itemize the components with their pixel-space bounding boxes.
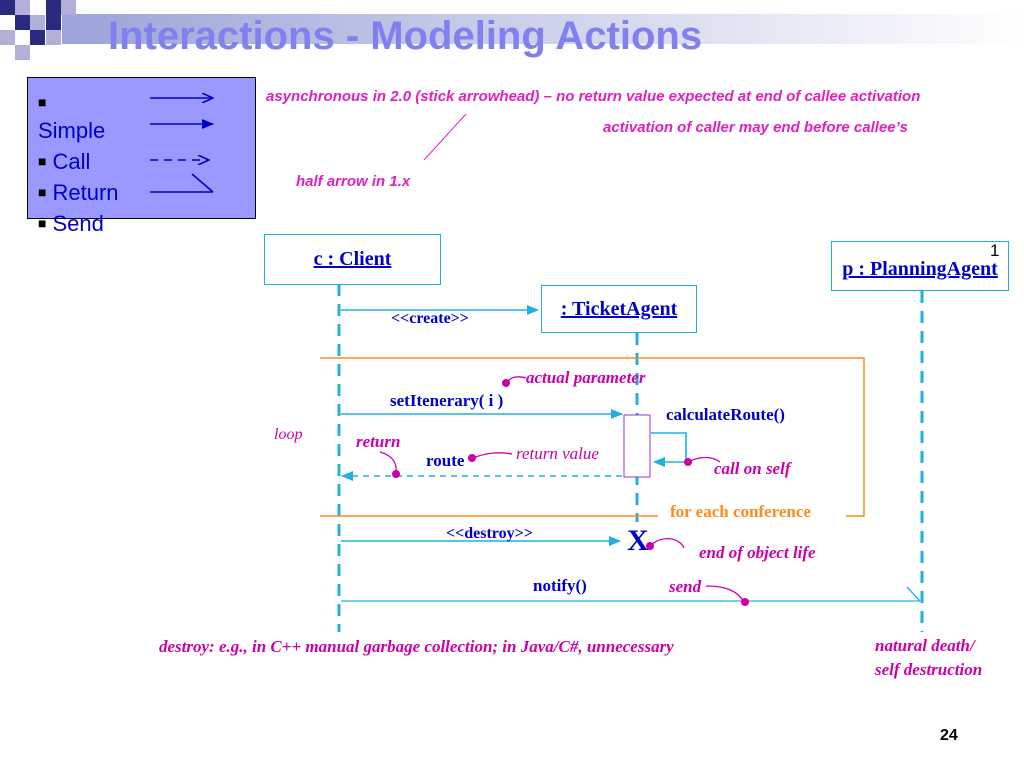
legend-bullet-empty: ■ xyxy=(38,87,119,118)
message-destroy: <<destroy>> xyxy=(446,525,533,542)
callout-return xyxy=(379,451,397,474)
decor-square xyxy=(15,15,30,30)
decor-square xyxy=(30,30,45,45)
self-call-arrow xyxy=(651,432,687,467)
message-calculate-route: calculateRoute() xyxy=(666,405,785,424)
legend-label: Send xyxy=(52,211,104,236)
activation-bar xyxy=(623,414,651,478)
label-call-on-self: call on self xyxy=(714,459,791,478)
object-planningagent[interactable]: p : PlanningAgent xyxy=(831,241,1009,291)
slide-title: Interactions - Modeling Actions xyxy=(108,14,703,58)
legend-label: Simple xyxy=(38,118,106,143)
decor-square xyxy=(30,15,45,30)
bullet-icon: ■ xyxy=(38,153,47,169)
corner-number: 1 xyxy=(990,241,1000,260)
legend-item-call: ■ Call xyxy=(38,146,119,177)
object-ticketagent[interactable]: : TicketAgent xyxy=(541,285,697,333)
destroy-x-mark: X xyxy=(627,524,649,557)
decor-square xyxy=(61,0,76,15)
decor-square xyxy=(46,30,61,45)
label-send: send xyxy=(669,577,702,596)
callout-dot xyxy=(468,454,476,462)
label-actual-parameter: actual parameter xyxy=(526,368,646,387)
object-planningagent-label: p : PlanningAgent xyxy=(842,258,998,280)
message-notify: notify() xyxy=(533,576,587,595)
decor-square xyxy=(46,15,61,30)
label-for-each-conference: for each conference xyxy=(670,502,811,521)
object-ticketagent-label: : TicketAgent xyxy=(560,297,678,320)
callout-send xyxy=(705,585,745,603)
bullet-icon: ■ xyxy=(38,184,47,200)
legend-item-return: ■ Return xyxy=(38,177,119,208)
callout-return-value xyxy=(472,452,513,459)
bullet-icon: ■ xyxy=(38,215,47,231)
object-client[interactable]: c : Client xyxy=(264,234,441,285)
label-return: return xyxy=(356,432,401,451)
decor-square xyxy=(0,30,15,45)
annotation-async: asynchronous in 2.0 (stick arrowhead) – … xyxy=(266,88,921,105)
object-client-label: c : Client xyxy=(313,248,392,270)
label-natural-death: natural death/ xyxy=(875,636,975,655)
callout-dot xyxy=(646,542,654,550)
legend-arrow-return-half xyxy=(191,173,214,193)
label-end-of-object-life: end of object life xyxy=(699,543,816,562)
half-arrow-pointer xyxy=(423,113,467,161)
label-loop: loop xyxy=(274,426,303,443)
callout-dot xyxy=(502,379,510,387)
annotation-half-arrow: half arrow in 1.x xyxy=(296,173,411,190)
message-create: <<create>> xyxy=(391,310,469,327)
decor-square xyxy=(0,0,15,15)
legend-box: ■ Simple ■ Call ■ Return ■ Send xyxy=(27,77,256,236)
legend-item-simple: Simple xyxy=(38,116,119,146)
notify-half-head xyxy=(906,586,921,602)
legend-label: Call xyxy=(52,149,91,174)
bullet-icon: ■ xyxy=(38,94,47,110)
annotation-caller-end: activation of caller may end before call… xyxy=(603,119,908,136)
legend-list: ■ Simple ■ Call ■ Return ■ Send xyxy=(38,87,119,239)
decor-square xyxy=(46,0,61,15)
loop-frame xyxy=(320,357,865,517)
callout-dot xyxy=(684,458,692,466)
decor-square xyxy=(15,0,30,15)
callout-dot xyxy=(392,470,400,478)
legend-label: Return xyxy=(52,180,119,205)
callout-actual-parameter xyxy=(506,376,527,383)
page-number: 24 xyxy=(940,727,958,744)
legend-item-send: ■ Send xyxy=(38,208,119,239)
decor-square xyxy=(15,45,30,60)
callout-end-of-life xyxy=(649,538,685,549)
callout-dot xyxy=(741,598,749,606)
message-set-itinerary: setItenerary( i ) xyxy=(390,391,504,410)
message-route: route xyxy=(426,451,465,470)
label-self-destruction: self destruction xyxy=(875,660,983,679)
title-band xyxy=(62,14,1024,44)
label-destroy-note: destroy: e.g., in C++ manual garbage col… xyxy=(159,637,674,656)
label-return-value: return value xyxy=(516,444,599,463)
